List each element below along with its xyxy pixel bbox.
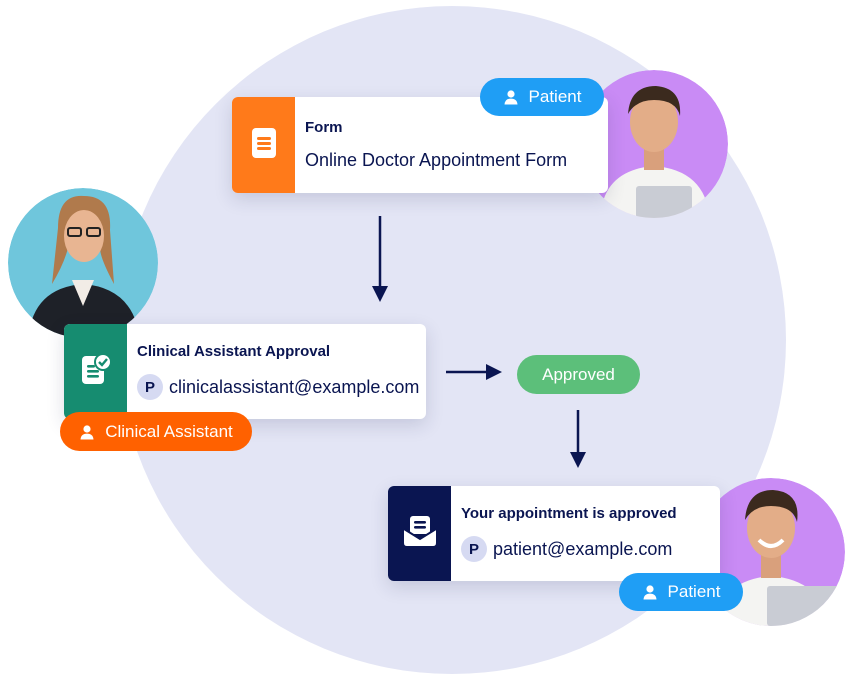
patient-email: patient@example.com [493, 538, 673, 559]
patient-badge-top: Patient [480, 78, 604, 116]
person-icon [503, 89, 519, 105]
form-card-icon-panel [232, 97, 295, 193]
email-card-icon-panel [388, 486, 451, 581]
patient-avatar-bottom [697, 478, 845, 626]
approval-card-title: Clinical Assistant Approval [137, 343, 331, 360]
patient-badge-bottom-label: Patient [667, 582, 721, 601]
person-icon [642, 584, 658, 600]
approval-email-row: P clinicalassistant@example.com [137, 374, 419, 400]
clinical-assistant-badge-label: Clinical Assistant [105, 421, 233, 441]
patient-email-badge: P [461, 536, 487, 562]
arrow-down-1 [372, 216, 388, 302]
person-icon [79, 424, 95, 440]
email-card-title: Your appointment is approved [461, 505, 677, 522]
approved-badge-label: Approved [542, 364, 615, 384]
approval-card-icon-panel [64, 324, 127, 419]
clinical-assistant-badge: Clinical Assistant [60, 412, 252, 451]
approval-email-badge: P [137, 374, 163, 400]
approved-badge: Approved [517, 355, 640, 394]
approval-clipboard-icon [80, 352, 112, 391]
arrow-down-2 [570, 410, 586, 468]
document-icon [251, 127, 277, 164]
patient-avatar-top [580, 70, 728, 218]
clinical-assistant-avatar [8, 188, 158, 338]
email-card[interactable]: Your appointment is approved P patient@e… [388, 486, 720, 581]
approval-card[interactable]: Clinical Assistant Approval P clinicalas… [64, 324, 426, 419]
patient-badge-top-label: Patient [528, 87, 582, 106]
form-card-subtitle: Online Doctor Appointment Form [305, 150, 568, 170]
patient-badge-bottom: Patient [619, 573, 743, 611]
arrow-right [446, 364, 502, 380]
form-card-title: Form [305, 119, 343, 136]
approval-email: clinicalassistant@example.com [169, 376, 420, 397]
mail-envelope-icon [402, 515, 437, 552]
patient-email-row: P patient@example.com [461, 536, 677, 562]
